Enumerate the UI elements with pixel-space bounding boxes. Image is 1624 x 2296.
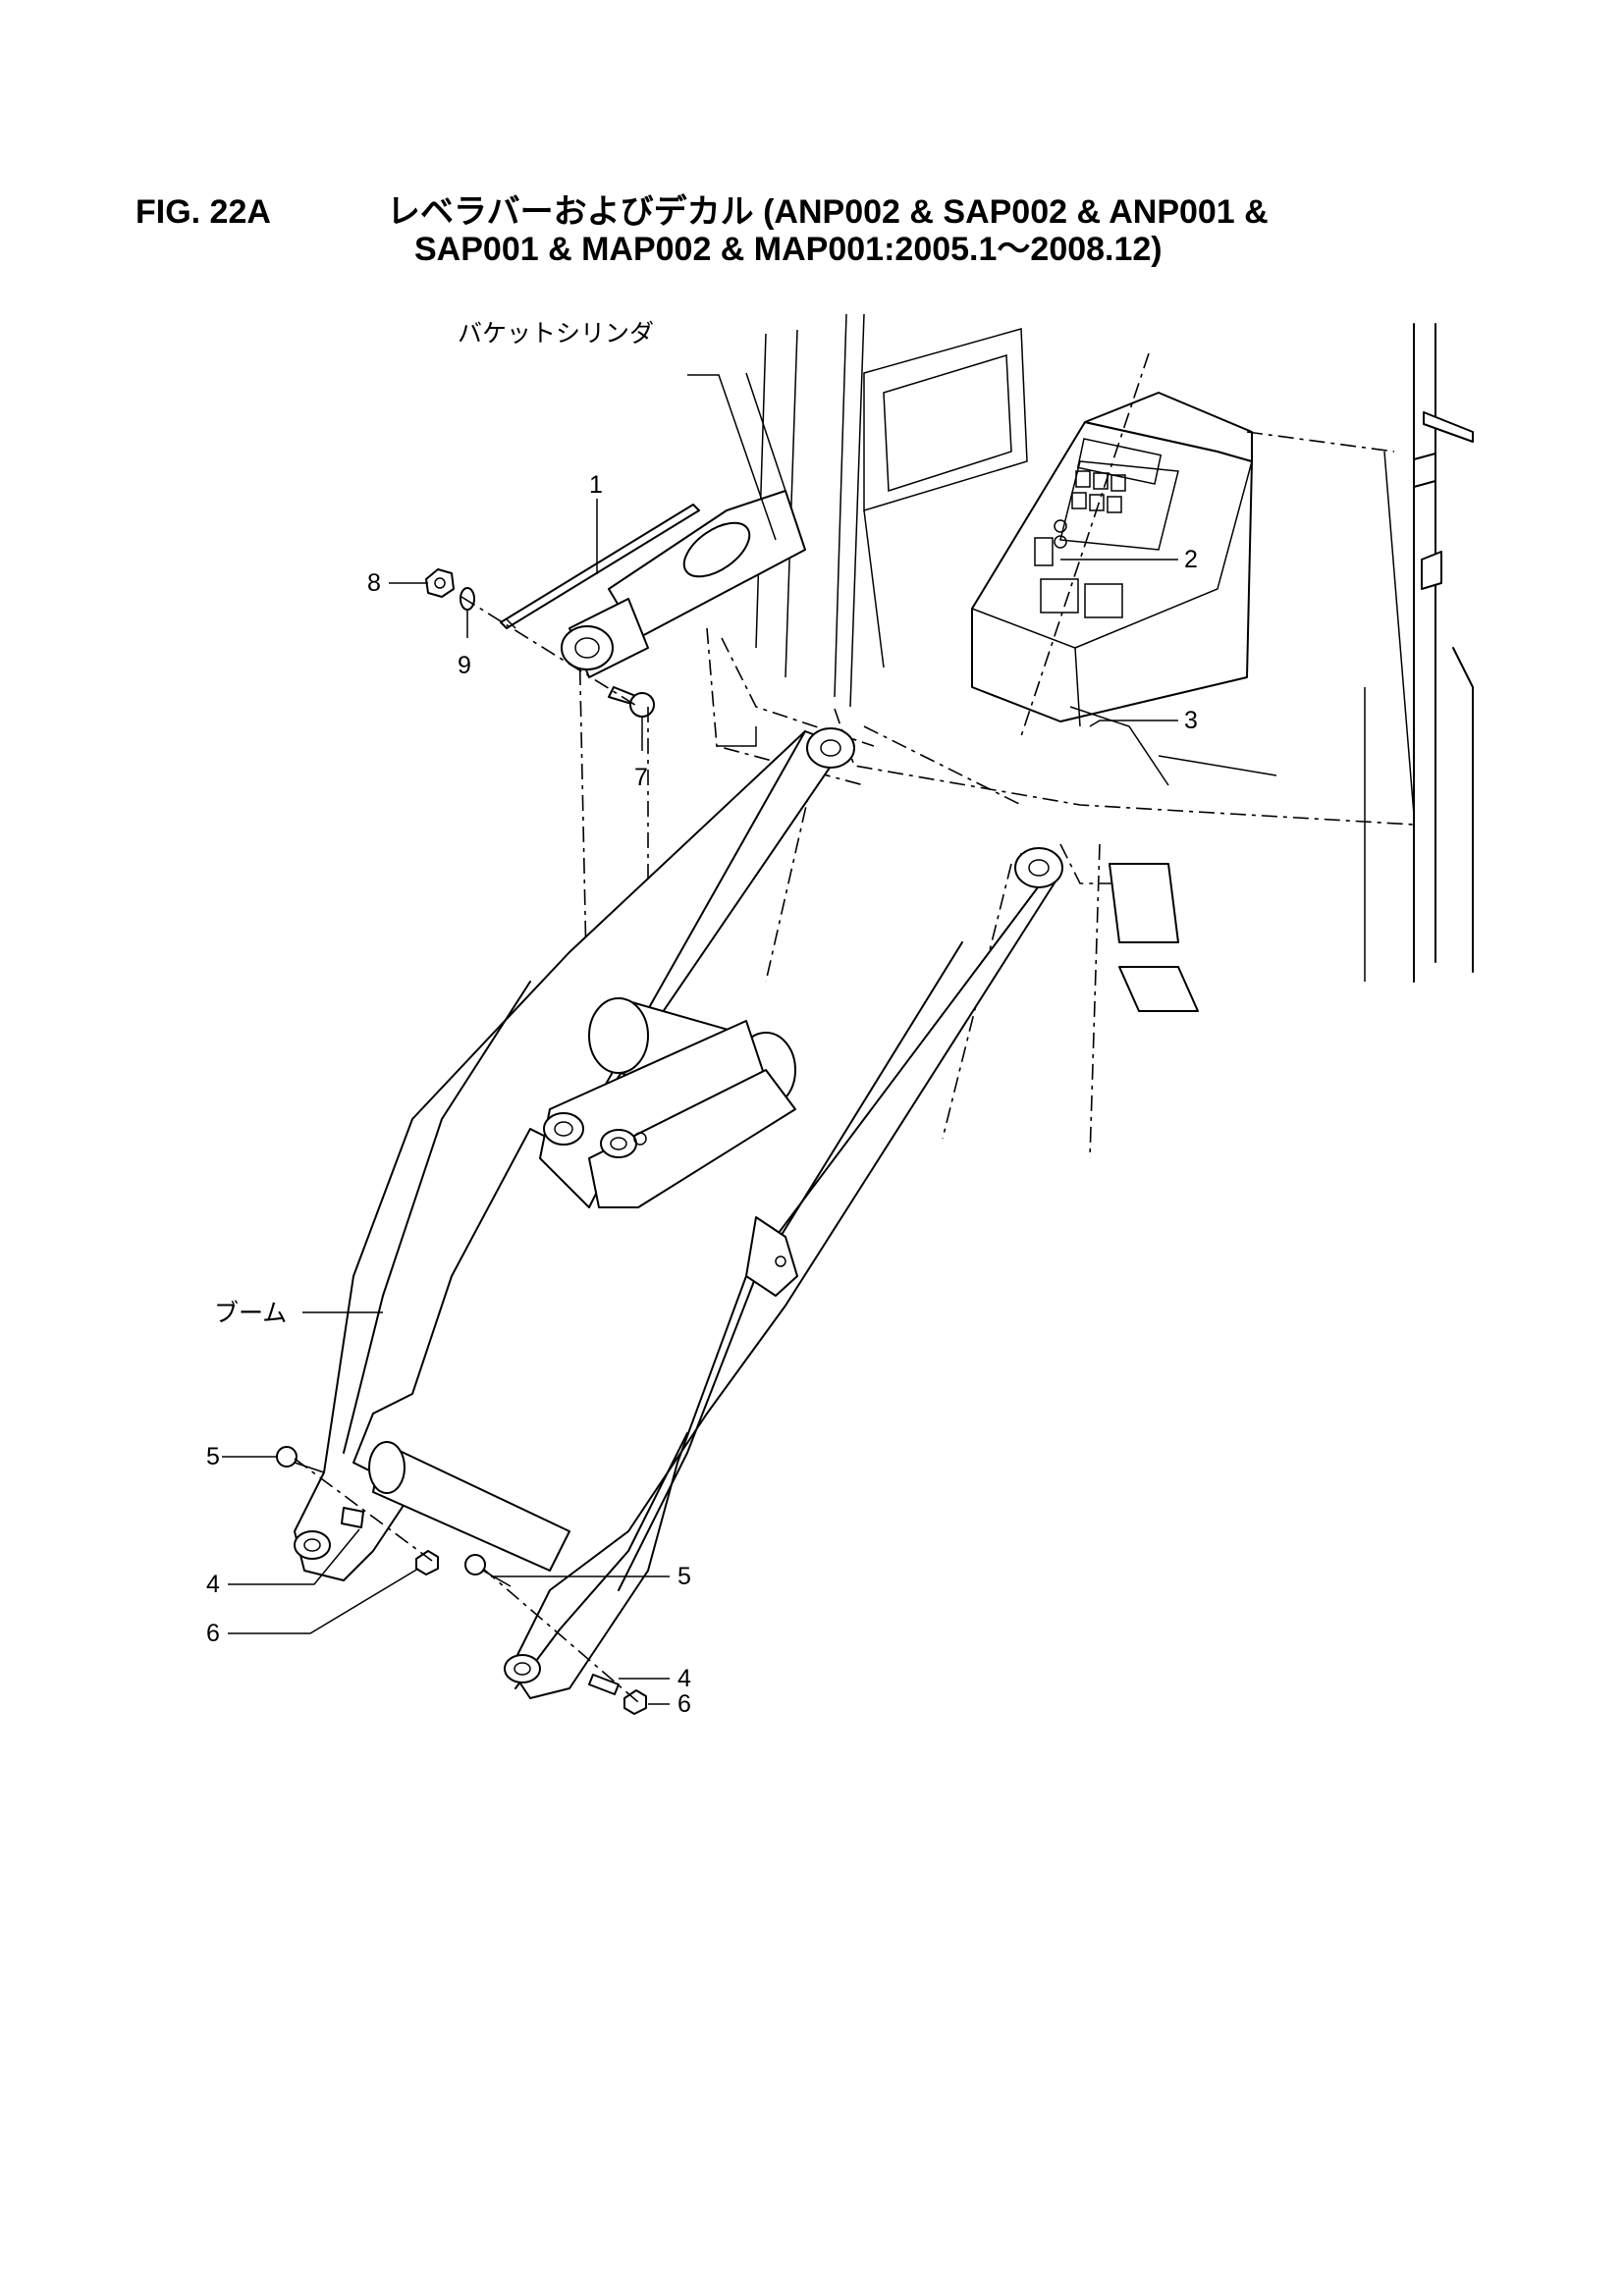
frame-guide-lines [578, 352, 1415, 1159]
label-boom: ブーム [214, 1300, 287, 1327]
callout-1: 1 [589, 471, 603, 499]
title-line-1: レベラバーおよびデカル (ANP002 & SAP002 & ANP001 & [387, 193, 1269, 231]
callout-9: 9 [458, 652, 471, 679]
lever-bar [500, 504, 700, 629]
fasteners [276, 568, 655, 1715]
figure-number: FIG. 22A [135, 193, 271, 231]
callout-2: 2 [1184, 546, 1198, 573]
callout-5b: 5 [677, 1563, 691, 1590]
title-line-2: SAP001 & MAP002 & MAP001:2005.1～2008.12) [414, 231, 1163, 268]
callout-4b: 4 [677, 1665, 691, 1692]
callout-8: 8 [367, 569, 381, 597]
callout-4a: 4 [206, 1571, 220, 1598]
cab-frame-outline [755, 313, 1474, 983]
callout-5a: 5 [206, 1443, 220, 1470]
callout-6a: 6 [206, 1620, 220, 1647]
control-console [971, 392, 1253, 727]
boom [294, 727, 1063, 1699]
callout-7: 7 [634, 764, 648, 791]
label-bucket-cylinder: バケットシリンダ [458, 320, 654, 347]
callout-6b: 6 [677, 1690, 691, 1718]
bucket-cylinder [561, 372, 806, 678]
callout-3: 3 [1184, 707, 1198, 734]
leader-lines [222, 374, 1178, 1705]
